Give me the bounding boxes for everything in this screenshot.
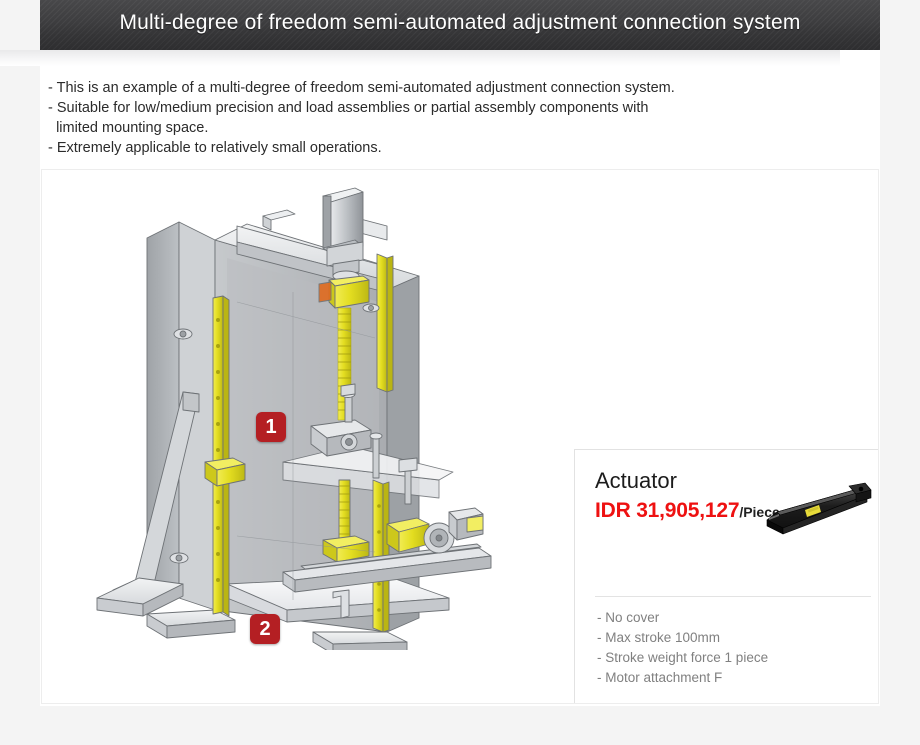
product-spec-list: - No cover - Max stroke 100mm - Stroke w…: [597, 608, 768, 688]
page-header-bar: Multi-degree of freedom semi-automated a…: [40, 0, 880, 50]
machine-illustration: [96, 187, 492, 650]
spec-item-1: - No cover: [597, 610, 660, 625]
product-title: Actuator: [595, 468, 677, 493]
spec-item-4: - Motor attachment F: [597, 670, 723, 685]
product-price-row: IDR 31,905,127/Piece: [595, 499, 780, 523]
product-price: IDR 31,905,127: [595, 499, 740, 522]
linear-actuator-thumbnail-icon: [766, 482, 872, 535]
card-divider: [595, 596, 871, 597]
header-gloss-divider: [0, 50, 840, 66]
description-line-3: - Extremely applicable to relatively sma…: [48, 140, 382, 156]
description-line-1: - This is an example of a multi-degree o…: [48, 80, 675, 96]
description-block: - This is an example of a multi-degree o…: [48, 78, 808, 158]
spec-item-2: - Max stroke 100mm: [597, 630, 721, 645]
product-price-unit: /Piece: [739, 504, 780, 520]
description-line-2: - Suitable for low/medium precision and …: [48, 100, 649, 136]
page-title: Multi-degree of freedom semi-automated a…: [119, 11, 801, 34]
spec-item-3: - Stroke weight force 1 piece: [597, 650, 769, 665]
hotspot-badge-1[interactable]: 1: [256, 412, 286, 442]
hotspot-badge-2[interactable]: 2: [250, 614, 280, 644]
illustration-panel: 1 2 3 4 Actuator IDR 31,905,127/Piece: [41, 169, 879, 704]
product-card[interactable]: Actuator IDR 31,905,127/Piece: [574, 449, 878, 703]
